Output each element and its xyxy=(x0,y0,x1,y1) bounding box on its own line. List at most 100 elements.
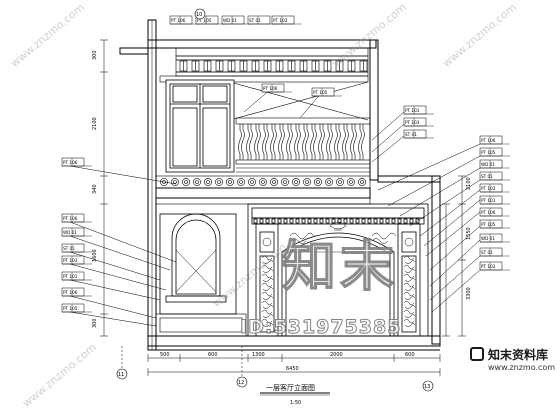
upper-balustrade xyxy=(235,117,371,165)
carving-motif xyxy=(261,282,274,291)
rosette xyxy=(171,178,179,186)
rosette xyxy=(215,178,223,186)
dentil xyxy=(379,218,384,224)
drawing-scale: 1:50 xyxy=(290,400,301,406)
leader-line xyxy=(69,279,161,301)
baluster xyxy=(238,124,242,160)
svg-text:PT 101: PT 101 xyxy=(63,274,78,279)
rosette xyxy=(270,178,278,186)
carving-motif xyxy=(403,282,416,291)
material-tag: PT 101 xyxy=(479,195,510,205)
dim-left-2100: 2100 xyxy=(92,117,98,130)
rosette xyxy=(358,178,366,186)
leader-line xyxy=(409,179,481,227)
material-tag: PT 106 xyxy=(61,213,92,223)
spandrel-carving xyxy=(371,232,397,240)
rosette xyxy=(281,178,289,186)
leader-line xyxy=(387,155,481,207)
material-tag: PT 101 xyxy=(403,105,434,115)
dentil xyxy=(361,218,366,224)
svg-text:11: 11 xyxy=(118,372,124,378)
baluster xyxy=(334,124,338,160)
svg-text:ST 01: ST 01 xyxy=(481,250,493,255)
dentil xyxy=(289,218,294,224)
leader-line xyxy=(429,255,481,301)
dentil xyxy=(385,218,390,224)
baluster xyxy=(358,124,362,160)
rosette xyxy=(259,178,267,186)
dentil xyxy=(259,218,264,224)
dim-bottom-1300: 1300 xyxy=(252,352,265,358)
carving-motif xyxy=(403,255,416,264)
center-crest xyxy=(329,221,347,231)
svg-text:10: 10 xyxy=(196,12,202,18)
carving-medallion xyxy=(404,237,414,247)
dentil xyxy=(409,218,414,224)
dentil xyxy=(337,218,342,224)
dimension-text: 300 2100 340 1600 300 2100 1550 3300 500… xyxy=(92,50,472,372)
dentil xyxy=(295,218,300,224)
dim-right-1550: 1550 xyxy=(466,227,472,240)
carving-motif xyxy=(403,309,416,318)
leader-line xyxy=(299,91,323,119)
leader-line xyxy=(423,199,481,247)
baluster xyxy=(326,124,330,160)
leader-line xyxy=(377,143,481,191)
svg-text:PT 106: PT 106 xyxy=(481,138,496,143)
dim-bottom-500: 500 xyxy=(160,352,170,358)
grid-bubble-mid xyxy=(236,376,248,388)
leader-line xyxy=(371,111,405,141)
carving-motif xyxy=(261,264,274,273)
svg-text:ST 01: ST 01 xyxy=(249,18,261,23)
leader-line xyxy=(371,123,405,153)
material-tag: PT 106 xyxy=(61,287,92,297)
rosette xyxy=(303,178,311,186)
svg-text:PT 103: PT 103 xyxy=(405,120,420,125)
dentil xyxy=(265,218,270,224)
leader-line xyxy=(399,167,481,217)
dim-left-300b: 300 xyxy=(92,318,98,328)
grid-bubbles: 10 11 12 13 xyxy=(116,8,434,392)
carving-motif xyxy=(261,255,274,264)
leader-line xyxy=(69,263,167,291)
carving-motif xyxy=(403,291,416,300)
baluster xyxy=(342,124,346,160)
rosette xyxy=(160,178,168,186)
dentil xyxy=(319,218,324,224)
svg-text:PT 106: PT 106 xyxy=(63,216,78,221)
material-tag: PT 105 xyxy=(311,87,342,97)
material-tag: PT 105 xyxy=(61,303,92,313)
material-tag: PT 103 xyxy=(479,183,510,193)
carving-motif xyxy=(261,300,274,309)
dentil xyxy=(307,218,312,224)
dim-left-300: 300 xyxy=(92,50,98,60)
material-tag: PT 106 xyxy=(479,207,510,217)
spandrel-carving xyxy=(289,232,315,240)
dentil xyxy=(253,218,258,224)
svg-text:PT 101: PT 101 xyxy=(481,198,496,203)
feature-wall-frame xyxy=(247,203,429,337)
material-tag: PT 105 xyxy=(479,147,510,157)
rosette xyxy=(237,178,245,186)
leader-line xyxy=(429,239,481,287)
dim-overall-6450: 6450 xyxy=(286,366,299,372)
upper-cornice xyxy=(175,47,369,77)
svg-text:PT 105: PT 105 xyxy=(481,150,496,155)
grid-bubble-right xyxy=(422,380,434,392)
svg-text:WD 01: WD 01 xyxy=(481,236,495,241)
brand-logo-text: 知末资料库 xyxy=(488,348,549,362)
dentil xyxy=(313,218,318,224)
dentil xyxy=(403,218,408,224)
baluster xyxy=(294,124,298,160)
material-tag: PT 105 xyxy=(479,219,510,229)
material-tag: PT 106 xyxy=(169,15,200,25)
material-tag: ST 01 xyxy=(479,171,510,181)
svg-text:ST 01: ST 01 xyxy=(63,246,75,251)
carving-motif xyxy=(403,273,416,282)
baluster xyxy=(262,124,266,160)
baluster xyxy=(278,124,282,160)
rosette xyxy=(248,178,256,186)
upper-window xyxy=(165,79,235,173)
leader-line xyxy=(69,251,161,281)
